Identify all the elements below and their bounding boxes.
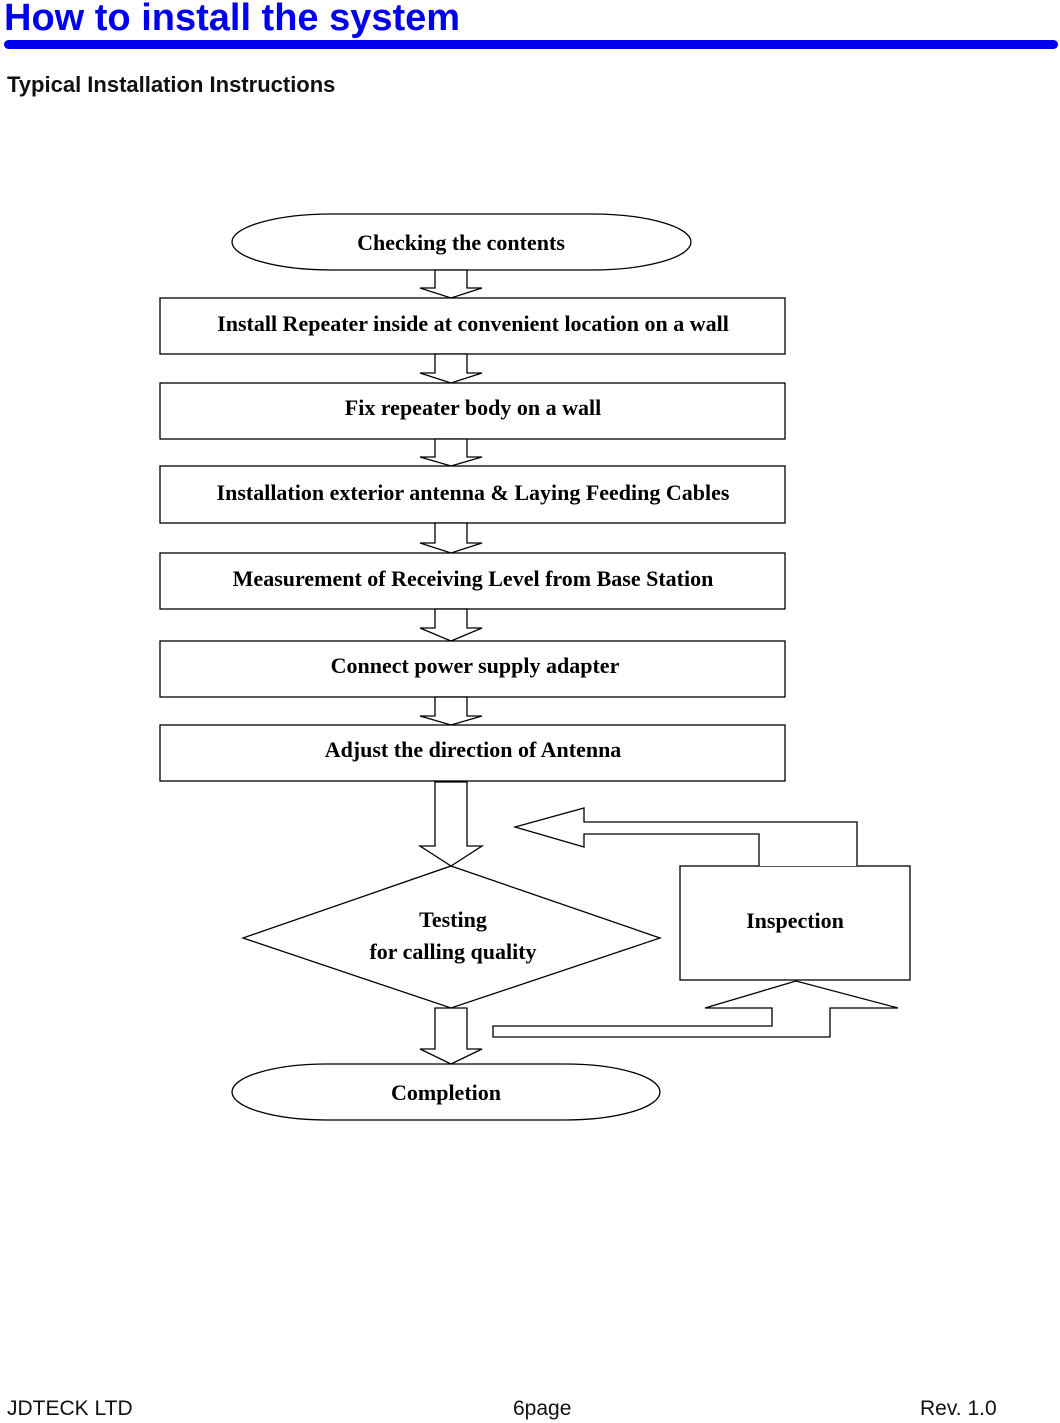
down-arrow-to-decision bbox=[417, 781, 485, 867]
down-arrow bbox=[419, 608, 483, 642]
start-label: Checking the contents bbox=[357, 230, 565, 255]
inspection-label: Inspection bbox=[746, 908, 844, 933]
end-label: Completion bbox=[391, 1080, 501, 1105]
step-box-2 bbox=[159, 382, 786, 440]
inspection-box bbox=[679, 865, 911, 981]
down-arrow bbox=[419, 696, 483, 726]
step-label-5: Connect power supply adapter bbox=[331, 653, 620, 678]
down-arrow bbox=[419, 353, 483, 384]
step-box-6 bbox=[159, 724, 786, 782]
section-subtitle: Typical Installation Instructions bbox=[7, 72, 336, 97]
page-title: How to install the system bbox=[4, 0, 461, 39]
step-label-3: Installation exterior antenna & Laying F… bbox=[217, 480, 730, 505]
down-arrow bbox=[419, 522, 483, 554]
decision-diamond bbox=[240, 865, 663, 1009]
step-box-4 bbox=[159, 552, 786, 610]
step-label-1: Install Repeater inside at convenient lo… bbox=[217, 311, 729, 336]
decision-label-line1: Testing bbox=[419, 907, 487, 932]
to-inspection-arrow bbox=[492, 980, 899, 1038]
down-arrow bbox=[419, 438, 483, 467]
step-label-6: Adjust the direction of Antenna bbox=[325, 737, 622, 762]
footer-page-number: 6page bbox=[513, 1397, 572, 1420]
return-arrow bbox=[512, 807, 858, 866]
down-arrow bbox=[419, 269, 483, 299]
title-underline bbox=[4, 40, 1058, 49]
step-box-3 bbox=[159, 465, 786, 524]
footer-revision: Rev. 1.0 bbox=[920, 1397, 997, 1420]
footer-company: JDTECK LTD bbox=[7, 1397, 133, 1420]
step-label-4: Measurement of Receiving Level from Base… bbox=[233, 566, 714, 591]
step-box-5 bbox=[159, 640, 786, 698]
end-terminator bbox=[231, 1063, 661, 1121]
step-label-2: Fix repeater body on a wall bbox=[345, 395, 601, 420]
down-arrow-to-completion bbox=[419, 1007, 483, 1065]
step-box-1 bbox=[159, 297, 786, 355]
decision-label-line2: for calling quality bbox=[369, 939, 536, 964]
